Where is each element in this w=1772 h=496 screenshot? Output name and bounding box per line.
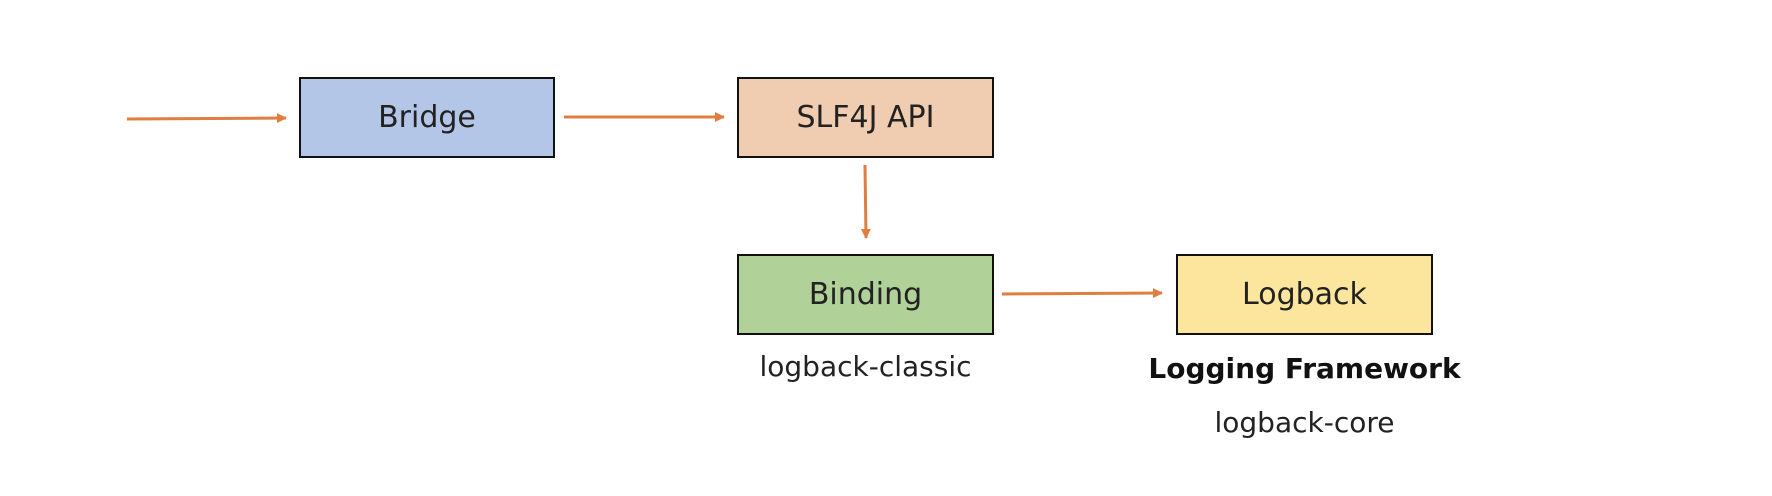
binding-caption: logback-classic — [759, 350, 972, 383]
logging-framework-caption: Logging Framework — [1148, 352, 1461, 385]
binding-box: Binding — [737, 254, 994, 335]
arrow-binding-to-logback — [1001, 288, 1163, 299]
logback-box: Logback — [1176, 254, 1433, 335]
logback-core-caption: logback-core — [1214, 406, 1395, 439]
bridge-box: Bridge — [299, 77, 555, 158]
bridge-label: Bridge — [378, 100, 476, 135]
arrow-slf4j-api-to-binding — [860, 164, 871, 239]
logback-label: Logback — [1242, 277, 1367, 312]
arrow-into-bridge — [126, 113, 287, 124]
slf4j-api-label: SLF4J API — [796, 100, 935, 135]
slf4j-api-box: SLF4J API — [737, 77, 994, 158]
binding-label: Binding — [808, 277, 923, 312]
